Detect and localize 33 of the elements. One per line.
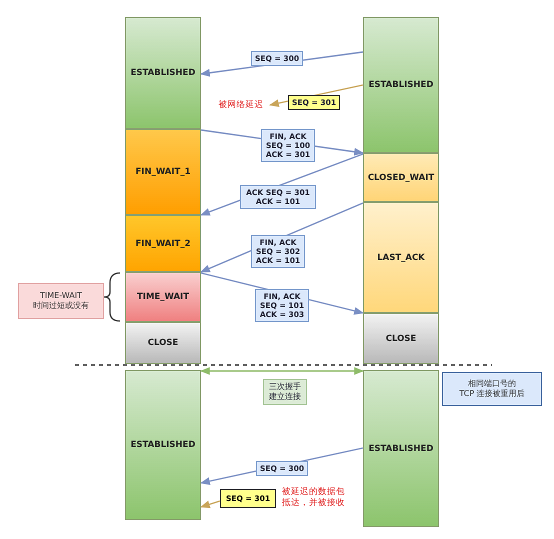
state-name: ESTABLISHED xyxy=(368,444,434,454)
state-bar xyxy=(125,129,201,215)
note-text: TIME-WAIT xyxy=(40,291,82,301)
state-name: CLOSE xyxy=(148,338,178,348)
note-box xyxy=(18,283,104,319)
note-text: 相同端口号的 xyxy=(468,379,516,389)
state-bar xyxy=(125,17,201,129)
state-bar xyxy=(125,272,201,322)
state-name: ESTABLISHED xyxy=(130,68,196,78)
state-bar xyxy=(363,17,439,153)
state-name: ESTABLISHED xyxy=(130,440,196,450)
note-text: 时间过短或没有 xyxy=(33,301,89,311)
state-name: CLOSE xyxy=(386,334,416,344)
arrow xyxy=(200,367,364,375)
state-bar xyxy=(363,202,439,313)
state-name: CLOSED_WAIT xyxy=(368,172,434,182)
state-name: ESTABLISHED xyxy=(368,80,434,90)
state-bar xyxy=(125,215,201,272)
state-bar xyxy=(125,322,201,364)
state-name: FIN_WAIT_1 xyxy=(135,167,191,177)
annotation-text: 被延迟的数据包抵达，并被接收 xyxy=(282,487,346,510)
annotation-text: 被网络延迟 xyxy=(212,97,270,113)
state-bar xyxy=(363,313,439,364)
state-bar xyxy=(125,370,201,520)
state-name: LAST_ACK xyxy=(377,252,425,262)
arrow xyxy=(200,500,220,508)
state-bar xyxy=(363,370,439,527)
state-name: FIN_WAIT_2 xyxy=(135,238,191,248)
note-text: TCP 连接被重用后 xyxy=(459,389,525,399)
note-box xyxy=(442,372,542,406)
state-bar xyxy=(363,153,439,202)
state-name: TIME_WAIT xyxy=(136,292,189,302)
message-label: 三次握手建立连接 xyxy=(263,379,307,405)
